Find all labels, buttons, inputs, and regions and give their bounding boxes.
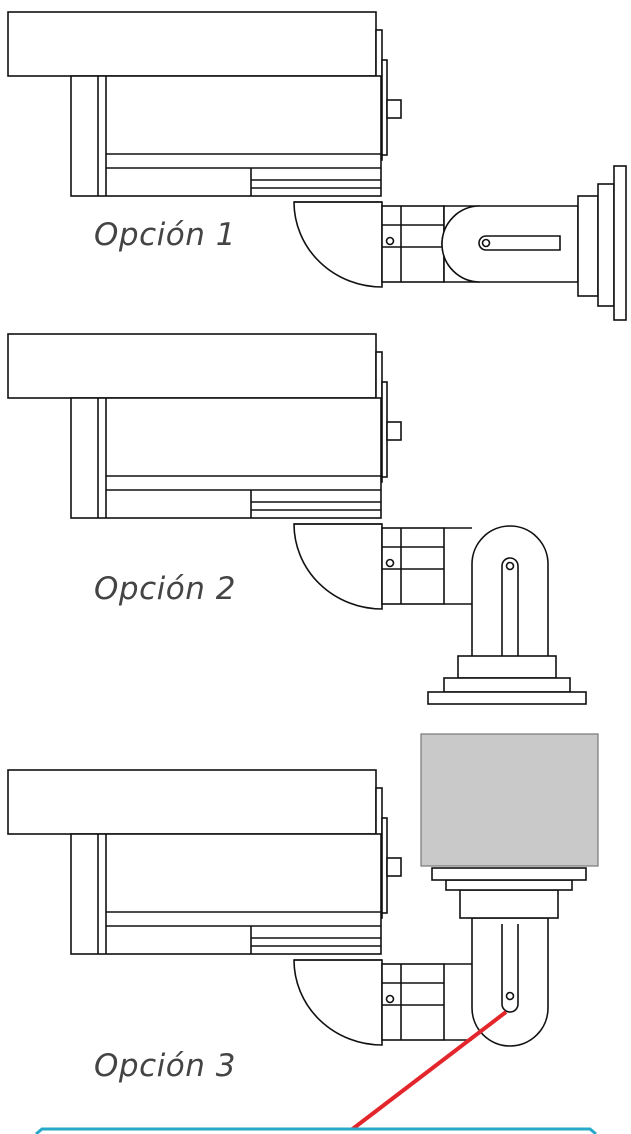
bottom-frame	[35, 1127, 597, 1134]
junction-box	[420, 733, 599, 867]
wall-bracket	[441, 165, 627, 321]
pointer-line	[344, 1010, 508, 1134]
ceiling-bracket	[427, 525, 587, 705]
option-1-drawing	[7, 11, 627, 321]
option-3-label: Opción 3	[94, 1048, 236, 1084]
option-2-label: Opción 2	[94, 571, 236, 607]
option-2-drawing	[7, 333, 587, 705]
option-1-label: Opción 1	[94, 217, 236, 253]
option-3-drawing	[7, 733, 599, 1047]
box-bracket	[420, 733, 599, 1047]
